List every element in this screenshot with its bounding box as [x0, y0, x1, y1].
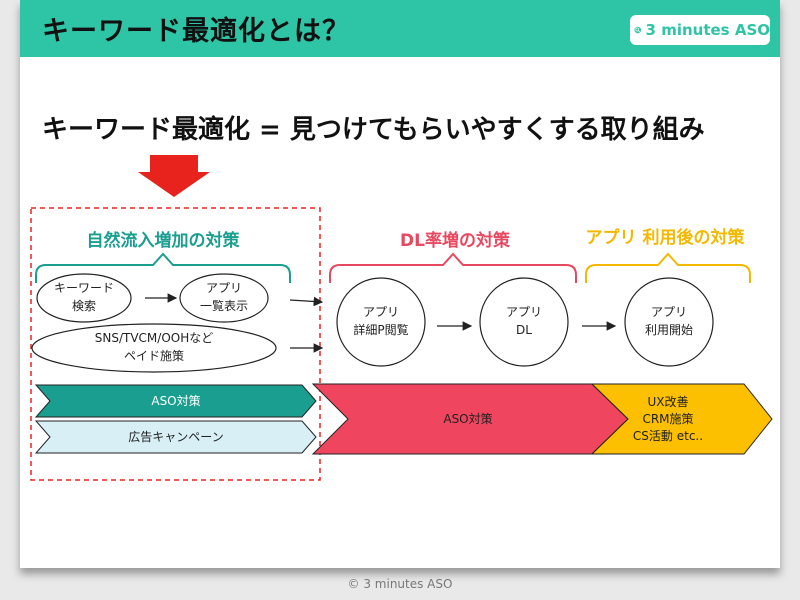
band-post-use-line3: CS活動 etc..	[633, 429, 703, 443]
phase-label-acquisition: 自然流入増加の対策	[87, 230, 241, 251]
node-start-use-line2: 利用開始	[645, 323, 693, 337]
node-detail-page: アプリ 詳細P閲覧	[336, 277, 426, 367]
phase-label-conversion: DL率増の対策	[400, 230, 511, 251]
node-start-use-line1: アプリ	[651, 305, 687, 319]
band-post-use: UX改善 CRM施策 CS活動 etc..	[590, 383, 773, 455]
headline: キーワード最適化 = 見つけてもらいやすくする取り組み	[42, 115, 705, 145]
node-app-list: アプリ 一覧表示	[179, 273, 269, 323]
phase-brace-retention	[585, 252, 751, 283]
phase-brace-acquisition	[35, 252, 291, 283]
node-keyword-search-line1: キーワード	[54, 281, 114, 295]
band-aso-conversion-label: ASO対策	[443, 412, 492, 426]
node-keyword-search: キーワード 検索	[36, 273, 132, 323]
band-ads: 広告キャンペーン	[34, 420, 317, 454]
node-app-list-line2: 一覧表示	[200, 299, 248, 313]
band-aso-conversion: ASO対策	[311, 383, 629, 455]
magnifier-icon	[634, 26, 642, 34]
band-ads-label: 広告キャンペーン	[128, 430, 223, 444]
node-download-line1: アプリ	[506, 305, 542, 319]
node-app-list-line1: アプリ	[206, 281, 242, 295]
page-title: キーワード最適化とは？	[42, 16, 350, 47]
node-media: SNS/TVCM/OOHなど ペイド施策	[31, 323, 277, 373]
band-aso-acquisition-label: ASO対策	[151, 394, 200, 408]
node-detail-page-line1: アプリ	[363, 305, 399, 319]
flow-arrow	[289, 296, 324, 307]
band-aso-acquisition: ASO対策	[34, 384, 317, 418]
phase-brace-conversion	[329, 252, 577, 283]
node-download-line2: DL	[516, 323, 532, 337]
highlight-arrow	[138, 155, 210, 197]
band-post-use-line1: UX改善	[647, 394, 688, 409]
brand-logo: 3 minutes ASO	[630, 15, 770, 45]
phase-label-retention: アプリ 利用後の対策	[586, 227, 746, 248]
logo-text: 3 minutes ASO	[645, 21, 770, 39]
node-keyword-search-line2: 検索	[72, 299, 96, 313]
band-post-use-line2: CRM施策	[642, 412, 693, 426]
footer-copyright: © 3 minutes ASO	[347, 577, 453, 591]
node-start-use: アプリ 利用開始	[624, 277, 714, 367]
node-download: アプリ DL	[479, 277, 569, 367]
node-media-line1: SNS/TVCM/OOHなど	[95, 331, 213, 345]
node-detail-page-line2: 詳細P閲覧	[353, 322, 408, 337]
header-bar: キーワード最適化とは？ 3 minutes ASO	[20, 0, 780, 57]
node-media-line2: ペイド施策	[124, 349, 184, 363]
